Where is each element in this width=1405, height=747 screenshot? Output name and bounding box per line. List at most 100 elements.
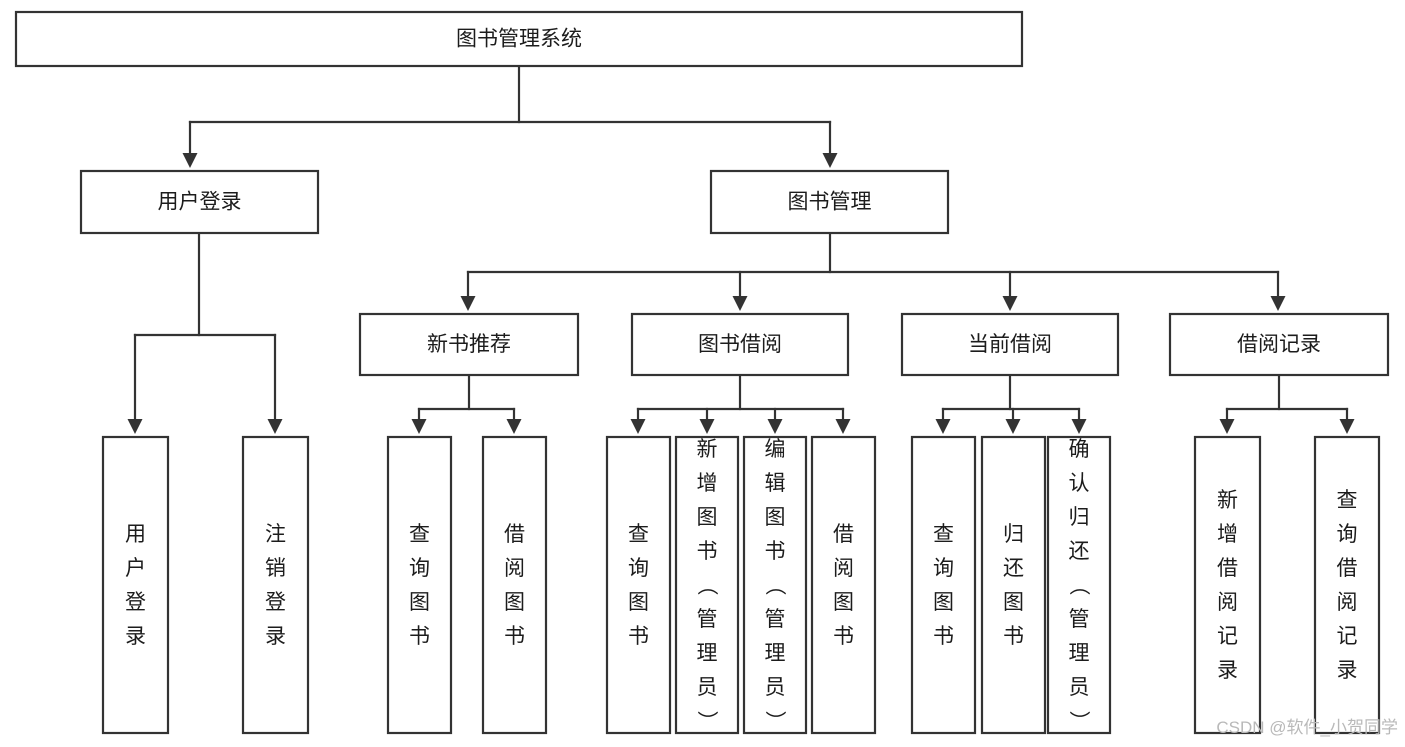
node-leaf-user-login[interactable]: 用户登录 bbox=[101, 435, 170, 735]
node-label-leaf-confirm-return-char-7: 员 bbox=[1069, 676, 1090, 699]
arrow-book-borrow bbox=[732, 296, 748, 311]
node-label-leaf-add-record-char-5: 录 bbox=[1217, 659, 1238, 682]
node-box-new-book-rec[interactable] bbox=[358, 312, 580, 377]
node-label-leaf-edit-book-char-4: （ bbox=[763, 575, 786, 596]
node-box-leaf-user-login[interactable] bbox=[101, 435, 170, 735]
node-label-leaf-return-book-char-3: 书 bbox=[1003, 625, 1024, 648]
node-label-leaf-edit-book-char-8: ） bbox=[763, 711, 786, 732]
node-box-current-borrow[interactable] bbox=[900, 312, 1120, 377]
arrow-user-login bbox=[182, 153, 198, 168]
node-box-leaf-add-book[interactable] bbox=[674, 435, 740, 735]
watermark-layer: CSDN @软件_小贺同学 bbox=[1216, 718, 1398, 737]
arrow-leaf-borrow-book-bb bbox=[835, 419, 851, 434]
node-label-leaf-confirm-return-char-4: （ bbox=[1067, 575, 1090, 596]
node-box-leaf-query-book-rec[interactable] bbox=[386, 435, 453, 735]
node-root[interactable]: 图书管理系统 bbox=[14, 10, 1024, 68]
node-new-book-rec[interactable]: 新书推荐 bbox=[358, 312, 580, 377]
node-box-leaf-add-record[interactable] bbox=[1193, 435, 1262, 735]
arrow-leaf-return-book bbox=[1005, 419, 1021, 434]
node-box-book-manage[interactable] bbox=[709, 169, 950, 235]
node-book-manage[interactable]: 图书管理 bbox=[709, 169, 950, 235]
node-label-leaf-user-login-char-1: 户 bbox=[125, 557, 146, 580]
node-box-leaf-query-record[interactable] bbox=[1313, 435, 1381, 735]
node-label-leaf-borrow-book-bb-char-0: 借 bbox=[833, 523, 854, 546]
node-label-leaf-add-book-char-1: 增 bbox=[697, 472, 718, 495]
node-box-borrow-record[interactable] bbox=[1168, 312, 1390, 377]
node-box-leaf-user-logout[interactable] bbox=[241, 435, 310, 735]
node-label-leaf-query-book-rec-char-0: 查 bbox=[409, 523, 430, 546]
node-label-leaf-edit-book-char-1: 辑 bbox=[765, 472, 786, 495]
node-label-leaf-query-book-rec-char-2: 图 bbox=[409, 591, 430, 614]
node-label-leaf-query-book-cb-char-3: 书 bbox=[933, 625, 954, 648]
arrow-leaf-add-record bbox=[1219, 419, 1235, 434]
node-book-borrow[interactable]: 图书借阅 bbox=[630, 312, 850, 377]
arrow-leaf-query-book-bb bbox=[630, 419, 646, 434]
node-current-borrow[interactable]: 当前借阅 bbox=[900, 312, 1120, 377]
arrow-current-borrow bbox=[1002, 296, 1018, 311]
node-label-leaf-confirm-return-char-5: 管 bbox=[1069, 608, 1090, 631]
node-box-user-login[interactable] bbox=[79, 169, 320, 235]
arrow-leaf-confirm-return bbox=[1071, 419, 1087, 434]
node-label-leaf-query-record-char-5: 录 bbox=[1337, 659, 1358, 682]
node-label-leaf-confirm-return-char-6: 理 bbox=[1069, 642, 1090, 665]
node-label-leaf-confirm-return-char-1: 认 bbox=[1069, 472, 1090, 495]
node-box-leaf-edit-book[interactable] bbox=[742, 435, 808, 735]
node-label-leaf-query-record-char-3: 阅 bbox=[1337, 591, 1358, 614]
node-box-root[interactable] bbox=[14, 10, 1024, 68]
arrow-leaf-borrow-book-rec bbox=[506, 419, 522, 434]
arrow-leaf-user-login bbox=[127, 419, 143, 434]
node-label-leaf-edit-book-char-0: 编 bbox=[765, 438, 786, 461]
node-label-book-borrow: 图书借阅 bbox=[698, 333, 782, 356]
arrow-leaf-user-logout bbox=[267, 419, 283, 434]
node-label-leaf-query-book-bb-char-0: 查 bbox=[628, 523, 649, 546]
node-label-leaf-edit-book-char-2: 图 bbox=[765, 506, 786, 529]
node-label-new-book-rec: 新书推荐 bbox=[427, 333, 511, 356]
node-label-leaf-borrow-book-rec-char-1: 阅 bbox=[504, 557, 525, 580]
node-label-leaf-user-logout-char-3: 录 bbox=[265, 625, 286, 648]
node-label-leaf-add-book-char-8: ） bbox=[695, 711, 718, 732]
node-box-leaf-query-book-bb[interactable] bbox=[605, 435, 672, 735]
node-label-leaf-confirm-return-char-0: 确 bbox=[1069, 438, 1090, 461]
node-label-leaf-query-book-bb-char-1: 询 bbox=[628, 557, 649, 580]
node-label-leaf-add-book-char-2: 图 bbox=[697, 506, 718, 529]
node-label-leaf-add-record-char-1: 增 bbox=[1217, 523, 1238, 546]
node-label-leaf-query-book-cb-char-2: 图 bbox=[933, 591, 954, 614]
node-box-leaf-query-book-cb[interactable] bbox=[910, 435, 977, 735]
node-label-leaf-add-record-char-4: 记 bbox=[1217, 625, 1238, 648]
node-label-leaf-add-record-char-2: 借 bbox=[1217, 557, 1238, 580]
node-label-leaf-add-book-char-6: 理 bbox=[697, 642, 718, 665]
node-label-leaf-confirm-return-char-3: 还 bbox=[1069, 540, 1090, 563]
arrow-leaf-query-book-cb bbox=[935, 419, 951, 434]
node-label-leaf-borrow-book-bb-char-1: 阅 bbox=[833, 557, 854, 580]
node-box-leaf-confirm-return[interactable] bbox=[1046, 435, 1112, 735]
node-label-leaf-add-book-char-4: （ bbox=[695, 575, 718, 596]
node-label-leaf-query-record-char-0: 查 bbox=[1337, 489, 1358, 512]
node-borrow-record[interactable]: 借阅记录 bbox=[1168, 312, 1390, 377]
node-box-book-borrow[interactable] bbox=[630, 312, 850, 377]
node-box-leaf-borrow-book-bb[interactable] bbox=[810, 435, 877, 735]
node-user-login[interactable]: 用户登录 bbox=[79, 169, 320, 235]
node-label-leaf-add-record-char-3: 阅 bbox=[1217, 591, 1238, 614]
node-box-leaf-borrow-book-rec[interactable] bbox=[481, 435, 548, 735]
arrow-leaf-query-book-rec bbox=[411, 419, 427, 434]
arrow-book-manage bbox=[822, 153, 838, 168]
node-label-leaf-borrow-book-bb-char-2: 图 bbox=[833, 591, 854, 614]
node-label-leaf-edit-book-char-5: 管 bbox=[765, 608, 786, 631]
node-box-leaf-return-book[interactable] bbox=[980, 435, 1047, 735]
node-label-leaf-confirm-return-char-8: ） bbox=[1067, 711, 1090, 732]
node-label-leaf-edit-book-char-6: 理 bbox=[765, 642, 786, 665]
node-label-leaf-user-logout-char-2: 登 bbox=[265, 591, 286, 614]
